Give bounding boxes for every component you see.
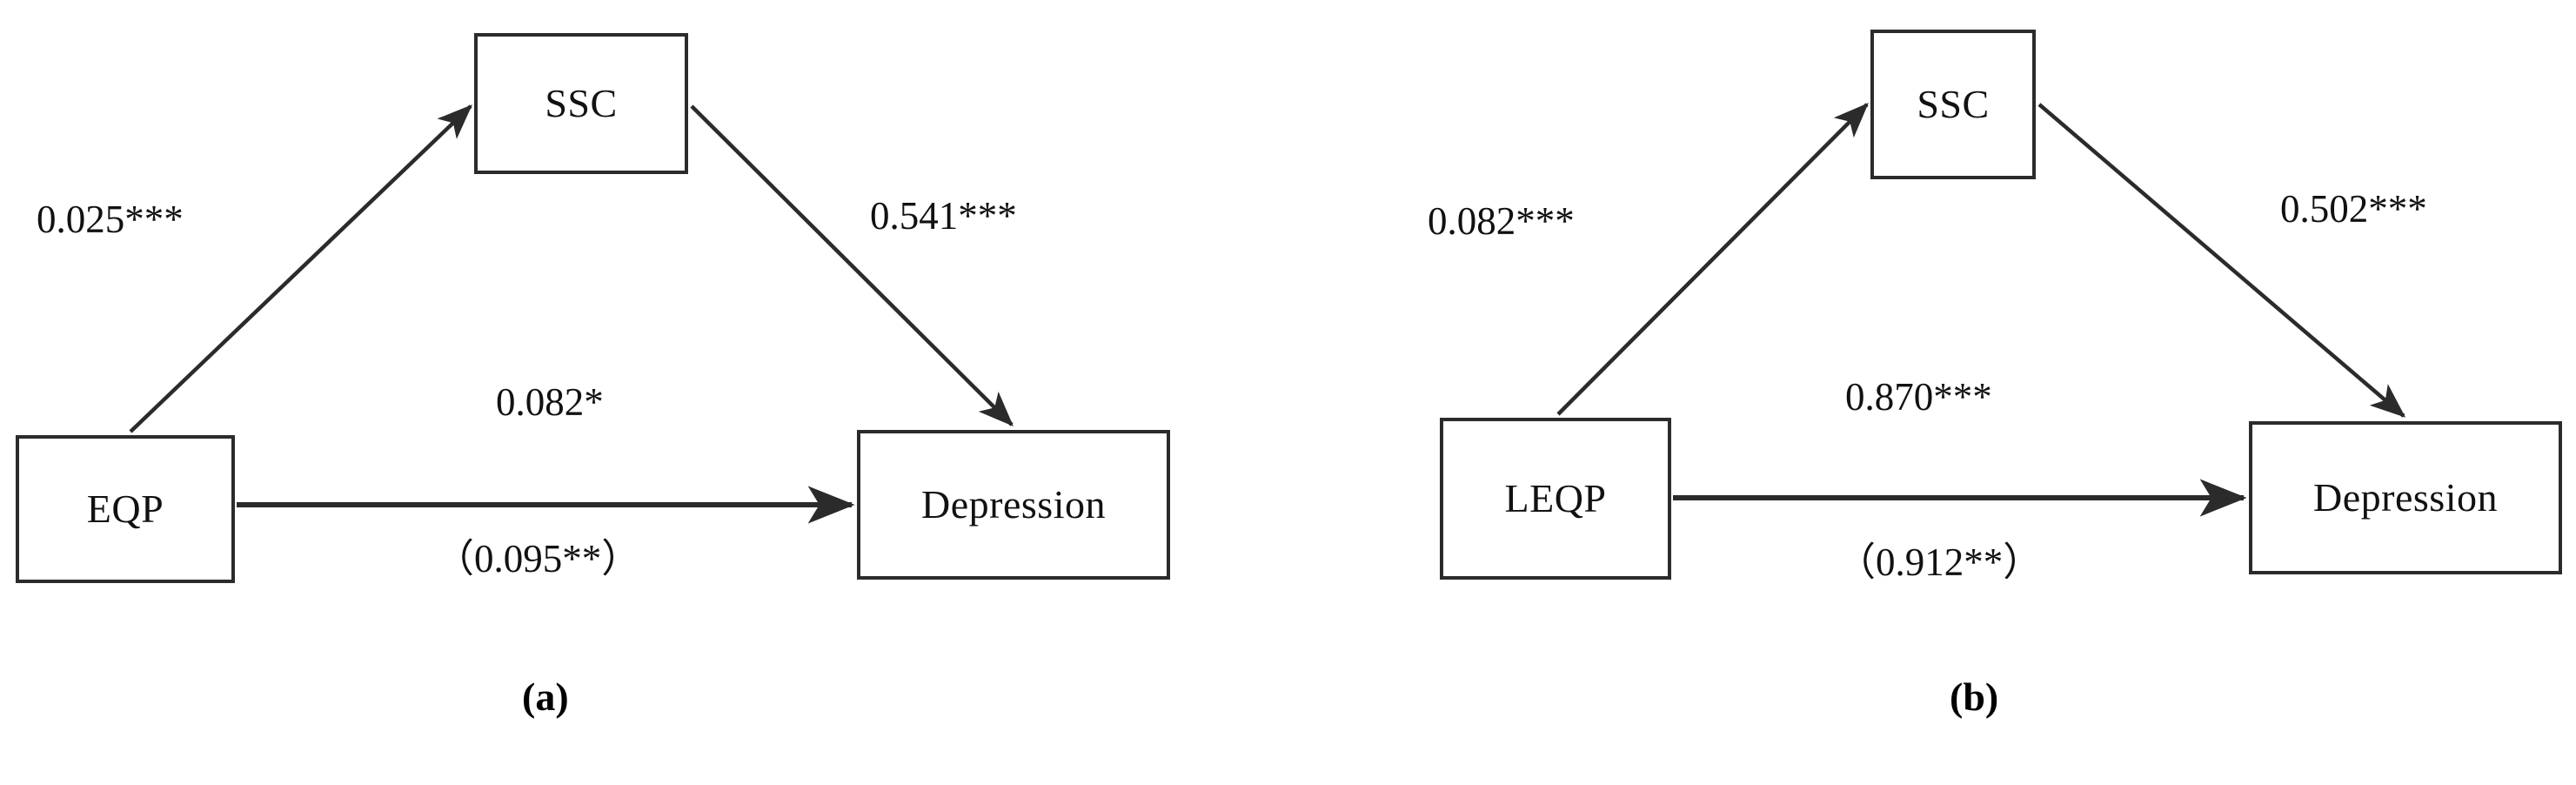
path-diagram-a: SSC EQP Depression 0.025*** 0.541*** 0.0… <box>16 33 1170 719</box>
node-mediator-ssc[interactable]: SSC <box>474 33 688 174</box>
node-outcome-depression[interactable]: Depression <box>2249 421 2562 574</box>
edge-label-total-path: （0.912**） <box>1837 540 2043 584</box>
edge-label-total-path: （0.095**） <box>435 537 641 580</box>
panel-a: SSC EQP Depression 0.025*** 0.541*** 0.0… <box>16 33 1170 719</box>
panel-caption-b: (b) <box>1950 674 1999 719</box>
path-diagram-b: SSC LEQP Depression 0.082*** 0.502*** 0.… <box>1288 0 2576 785</box>
panel-caption-a: (a) <box>522 674 569 719</box>
edge-predictor-to-mediator <box>129 104 472 433</box>
edge-label-a-path: 0.082*** <box>1428 199 1575 243</box>
edge-label-a-path: 0.025*** <box>37 198 184 241</box>
edge-label-b-path: 0.502*** <box>2280 187 2427 231</box>
edge-mediator-to-outcome <box>690 104 1014 426</box>
node-label: LEQP <box>1504 476 1607 520</box>
node-predictor-leqp[interactable]: LEQP <box>1440 418 1671 580</box>
edges-layer-b <box>1556 103 2406 517</box>
node-label: Depression <box>921 482 1106 527</box>
node-predictor-eqp[interactable]: EQP <box>16 435 235 583</box>
panel-b: SSC LEQP Depression 0.082*** 0.502*** 0.… <box>1288 0 2576 785</box>
node-outcome-depression[interactable]: Depression <box>857 430 1170 580</box>
node-label: Depression <box>2313 475 2498 520</box>
node-mediator-ssc[interactable]: SSC <box>1870 30 2036 179</box>
edge-label-direct-path: 0.870*** <box>1845 375 1992 419</box>
edge-label-b-path: 0.541*** <box>870 194 1017 238</box>
node-label: SSC <box>1917 82 1990 126</box>
edge-predictor-to-mediator <box>1556 103 1869 416</box>
edges-layer-a <box>129 104 1014 524</box>
node-label: EQP <box>86 486 164 531</box>
node-label: SSC <box>545 81 618 125</box>
edge-mediator-to-outcome <box>2037 103 2406 418</box>
edge-label-direct-path: 0.082* <box>496 380 604 424</box>
